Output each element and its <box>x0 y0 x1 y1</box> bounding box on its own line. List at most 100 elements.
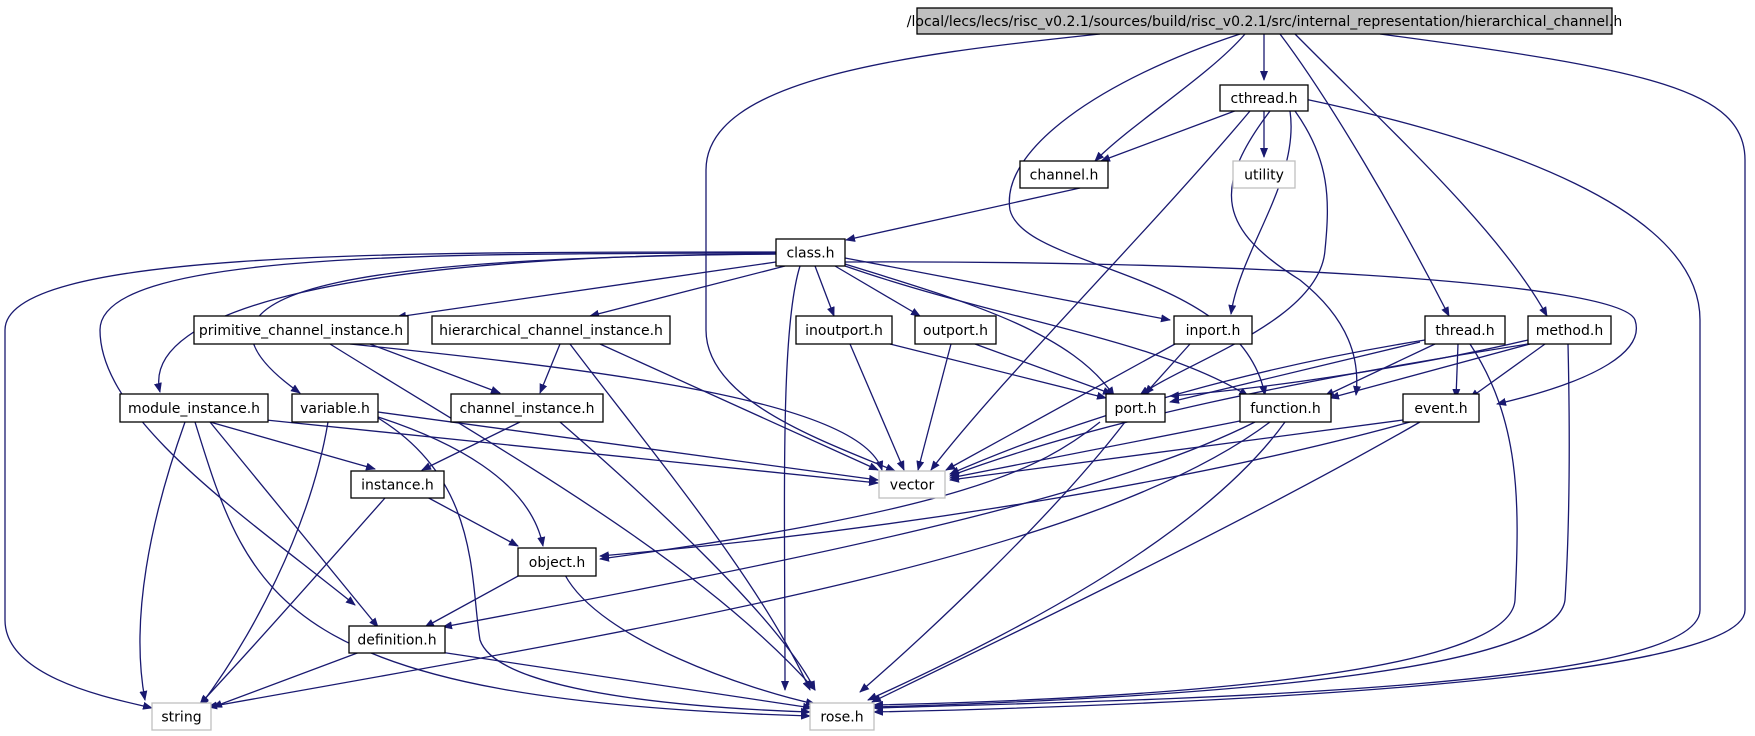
edge-thread-to-vector <box>949 339 1426 475</box>
edge-module_instance-to-instance <box>209 421 376 471</box>
edge-method-to-function <box>1329 343 1531 400</box>
edge-primitive_channel_instance-to-vector <box>349 343 884 471</box>
node-primitive-channel-instance[interactable]: primitive_channel_instance.h <box>193 315 409 345</box>
edge-channel_instance-to-rose <box>559 421 816 691</box>
node-box <box>291 393 379 423</box>
edge-module_instance-to-string <box>139 421 186 701</box>
edge-module_instance-to-rose <box>194 421 811 720</box>
edge-port-to-rose <box>859 421 1126 693</box>
node-port[interactable]: port.h <box>1105 393 1166 423</box>
edge-inport-to-port <box>1144 343 1191 395</box>
node-thread[interactable]: thread.h <box>1424 315 1506 345</box>
node-label: utility <box>1244 168 1284 184</box>
edge-definition-to-string <box>212 651 361 708</box>
edge-hierarchical_channel_instance-to-channel_instance <box>539 343 561 394</box>
node-object[interactable]: object.h <box>517 547 597 577</box>
edges-layer <box>4 33 1746 720</box>
edge-event-to-rose <box>871 421 1421 703</box>
node-box <box>1232 160 1296 189</box>
node-box <box>916 7 1613 35</box>
edge-module_instance-to-vector <box>265 419 879 487</box>
node-rose: rose.h <box>809 702 875 731</box>
node-method[interactable]: method.h <box>1527 315 1612 345</box>
node-inoutport[interactable]: inoutport.h <box>795 315 893 345</box>
edge-root-to-function <box>1008 33 1268 396</box>
edge-object-to-definition <box>424 574 521 628</box>
edge-class-to-variable <box>251 253 777 394</box>
node-channel[interactable]: channel.h <box>1019 160 1109 189</box>
edge-method-to-port <box>1169 339 1529 400</box>
edge-root-to-channel <box>1094 33 1246 162</box>
edge-root-to-vector <box>705 33 1101 472</box>
edge-inoutport-to-port <box>889 343 1107 400</box>
edge-hierarchical_channel_instance-to-rose <box>569 343 811 691</box>
node-box <box>1527 315 1612 345</box>
edge-cthread-to-port <box>1139 110 1328 396</box>
node-outport[interactable]: outport.h <box>914 315 997 345</box>
edge-cthread-to-rose <box>873 97 1701 712</box>
edge-thread-to-function <box>1324 343 1436 397</box>
edge-class-to-string <box>4 251 777 710</box>
edge-class-to-rose <box>780 265 801 691</box>
edge-function-to-string <box>207 421 1271 710</box>
edge-variable-to-string <box>199 421 329 707</box>
node-box <box>450 393 604 423</box>
edge-class-to-inport <box>844 257 1171 323</box>
edge-event-to-vector <box>949 419 1404 483</box>
node-label: variable.h <box>300 401 370 417</box>
edge-function-to-definition <box>442 421 1256 630</box>
node-cthread[interactable]: cthread.h <box>1219 84 1309 112</box>
node-box <box>1239 393 1332 423</box>
node-box <box>193 315 409 345</box>
node-variable[interactable]: variable.h <box>291 393 379 423</box>
node-hierarchical-channel-instance[interactable]: hierarchical_channel_instance.h <box>431 315 671 345</box>
node-instance[interactable]: instance.h <box>350 470 445 499</box>
edge-inoutport-to-vector <box>849 343 905 471</box>
node-box <box>775 238 846 267</box>
edge-class-to-hierarchical_channel_instance <box>589 265 786 318</box>
nodes-layer: /local/lecs/lecs/risc_v0.2.1/sources/bui… <box>119 7 1622 731</box>
node-event[interactable]: event.h <box>1402 393 1480 423</box>
node-box <box>1402 393 1480 423</box>
node-module-instance[interactable]: module_instance.h <box>119 393 269 423</box>
edge-thread-to-rose <box>873 343 1518 709</box>
edge-root-to-thread <box>1279 33 1450 317</box>
node-label: inport.h <box>1186 323 1241 339</box>
edge-primitive_channel_instance-to-rose <box>329 343 816 691</box>
node-label: string <box>161 710 201 726</box>
node-box <box>151 702 212 731</box>
node-box <box>350 470 445 499</box>
node-label: primitive_channel_instance.h <box>199 323 403 339</box>
node-box <box>1219 84 1309 112</box>
edge-function-to-vector <box>949 419 1246 481</box>
node-label: method.h <box>1536 323 1603 339</box>
edge-outport-to-vector <box>916 343 952 471</box>
node-box <box>1424 315 1506 345</box>
edge-class-to-event <box>844 261 1637 406</box>
node-label: definition.h <box>357 633 436 649</box>
edge-class-to-function <box>844 265 1249 397</box>
node-vector: vector <box>878 470 946 499</box>
edge-hierarchical_channel_instance-to-vector <box>599 343 879 471</box>
node-box <box>1019 160 1109 189</box>
edge-class-to-primitive_channel_instance <box>396 261 777 320</box>
edge-cthread-to-channel <box>1100 108 1241 162</box>
node-channel-instance[interactable]: channel_instance.h <box>450 393 604 423</box>
node-box <box>1173 315 1253 345</box>
node-root[interactable]: /local/lecs/lecs/risc_v0.2.1/sources/bui… <box>907 7 1622 35</box>
edge-root-to-method <box>1294 33 1548 317</box>
node-label: function.h <box>1250 401 1321 417</box>
edge-class-to-definition <box>99 252 777 606</box>
node-box <box>878 470 946 499</box>
edge-root-to-rose <box>873 33 1746 716</box>
edge-method-to-vector <box>949 343 1529 477</box>
node-inport[interactable]: inport.h <box>1173 315 1253 345</box>
node-label: rose.h <box>820 710 863 726</box>
edge-variable-to-rose <box>377 417 811 716</box>
node-function[interactable]: function.h <box>1239 393 1332 423</box>
node-label: instance.h <box>361 478 434 494</box>
node-string: string <box>151 702 212 731</box>
node-class[interactable]: class.h <box>775 238 846 267</box>
node-definition[interactable]: definition.h <box>348 625 446 654</box>
